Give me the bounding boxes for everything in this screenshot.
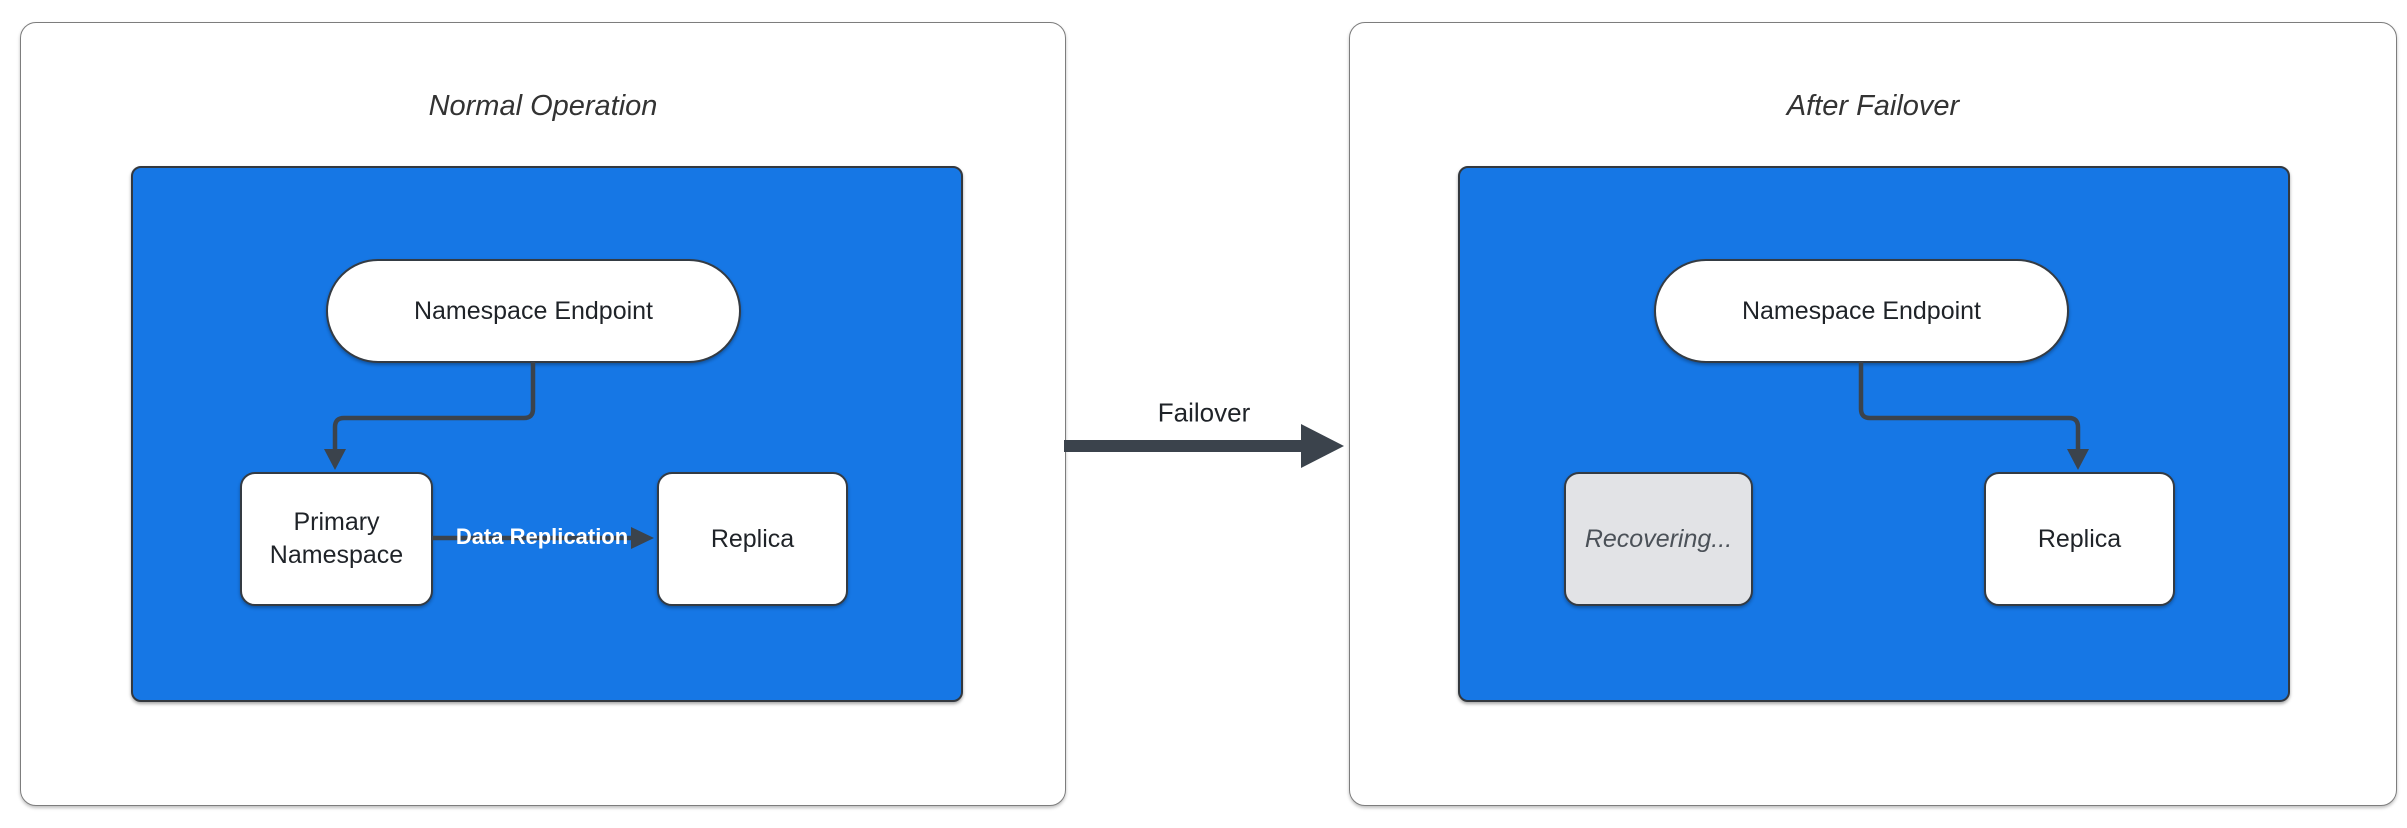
panel-normal-operation: Normal Operation Namespace Endpoint Prim… (20, 22, 1066, 806)
node-replica-failover: Replica (1984, 472, 2175, 606)
panel-title-normal-operation: Normal Operation (428, 90, 658, 122)
subgraph-cluster-normal (131, 166, 963, 702)
node-namespace-endpoint-failover: Namespace Endpoint (1654, 259, 2069, 363)
node-recovering: Recovering... (1564, 472, 1753, 606)
panel-title-after-failover: After Failover (1786, 90, 1960, 122)
panel-after-failover: After Failover Namespace Endpoint Recove… (1349, 22, 2397, 806)
edge-label-failover: Failover (1157, 397, 1251, 428)
node-primary-namespace: Primary Namespace (240, 472, 433, 606)
node-namespace-endpoint-normal: Namespace Endpoint (326, 259, 741, 363)
edge-failover-arrowhead-icon (1301, 424, 1344, 468)
edge-label-data-replication: Data Replication (455, 524, 629, 549)
subgraph-cluster-failover (1458, 166, 2290, 702)
node-replica-normal: Replica (657, 472, 848, 606)
